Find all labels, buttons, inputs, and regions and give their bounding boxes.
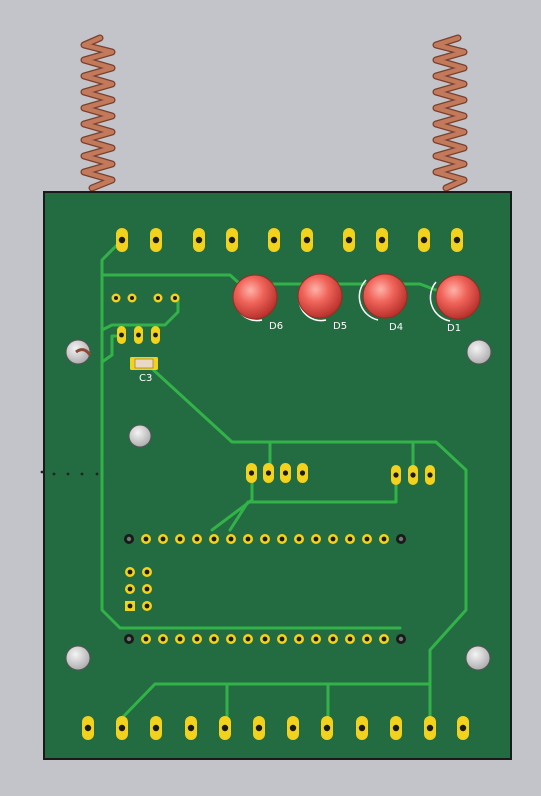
led-d5: D5 xyxy=(297,273,347,332)
small-header-pads xyxy=(111,293,180,303)
led-ref-label: D6 xyxy=(269,321,283,332)
mounting-hole xyxy=(465,645,491,671)
mounting-hole xyxy=(65,645,91,671)
ic-lower-row xyxy=(124,634,406,644)
led-ref-label: D5 xyxy=(333,321,347,332)
mounting-holes xyxy=(65,339,492,671)
capacitor-ref-label: C3 xyxy=(139,373,152,384)
mid-header-right xyxy=(391,465,435,485)
led-ref-label: D1 xyxy=(447,323,461,334)
led-d4: D4 xyxy=(358,273,408,333)
capacitor-c3: C3 xyxy=(130,357,158,384)
led-d1: D1 xyxy=(429,274,481,334)
pcb-board xyxy=(43,191,512,760)
antenna-left xyxy=(80,34,116,192)
mounting-hole xyxy=(466,339,492,365)
antenna-right xyxy=(432,34,468,192)
ic-upper-row xyxy=(124,534,406,544)
regulator-pads xyxy=(117,326,160,344)
led-ref-label: D4 xyxy=(389,322,403,333)
mid-header-left xyxy=(246,463,308,483)
mounting-hole xyxy=(128,424,152,448)
board-edge-marks xyxy=(40,470,99,476)
led-d6: D6 xyxy=(232,274,283,332)
